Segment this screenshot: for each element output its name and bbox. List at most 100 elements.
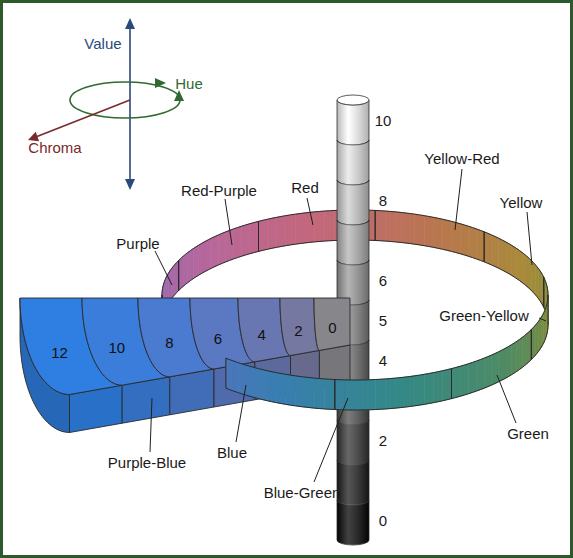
hue-name: Yellow-Red: [424, 150, 499, 167]
hue-name: Green: [507, 425, 549, 442]
arrow-head: [125, 18, 135, 29]
hue-band: [267, 217, 276, 249]
leader-line: [314, 398, 348, 482]
hue-band: [234, 226, 242, 259]
leader-line: [539, 318, 546, 321]
hue-band: [242, 224, 250, 257]
leader-line: [455, 169, 462, 230]
hue-band: [434, 371, 443, 403]
hue-band: [505, 345, 511, 379]
hue-band: [315, 378, 325, 409]
value-number: 10: [375, 112, 392, 129]
hue-band-outline: [531, 295, 548, 360]
hue-band: [476, 229, 484, 262]
hue-band: [522, 334, 527, 368]
hue-ring-front: [226, 295, 548, 410]
hue-band: [325, 210, 335, 241]
hue-name: Green-Yellow: [439, 307, 529, 324]
hue-band-outline: [375, 210, 484, 261]
hue-band: [305, 212, 315, 243]
hue-band: [286, 374, 296, 405]
axis-label: Value: [84, 35, 121, 52]
hue-band: [527, 330, 531, 364]
leader-line: [307, 198, 313, 225]
hue-band: [468, 361, 476, 394]
hue-band: [375, 379, 385, 410]
value-number: 6: [379, 272, 387, 289]
hue-band: [443, 219, 452, 251]
hue-band: [511, 245, 517, 279]
value-number: 8: [379, 192, 387, 209]
hue-band: [415, 374, 425, 405]
hue-band: [476, 358, 484, 391]
hue-band: [345, 380, 355, 410]
hue-band: [484, 355, 491, 388]
hue-name: Blue: [217, 444, 247, 461]
hue-band: [375, 210, 385, 241]
leader-line: [527, 212, 532, 265]
hue-band: [498, 238, 505, 271]
hue-band: [355, 380, 365, 410]
leader-line: [225, 199, 232, 245]
chroma-number: 2: [294, 322, 302, 339]
hue-band-outline: [179, 221, 259, 290]
hue-band: [434, 217, 443, 249]
hue-band: [175, 260, 179, 294]
hue-band: [335, 380, 345, 410]
hue-band-outline: [226, 358, 335, 409]
chroma-number: 0: [328, 319, 336, 336]
arrow-head: [155, 78, 166, 88]
chroma-number: 10: [109, 338, 126, 355]
column-cap: [337, 95, 369, 105]
hue-band: [522, 253, 527, 287]
chroma-segment-outline: [313, 297, 351, 390]
hue-band: [527, 256, 531, 290]
hue-band: [460, 224, 468, 257]
hue-band: [183, 253, 188, 287]
hue-name: Red: [291, 179, 319, 196]
slab-top-face: [280, 298, 319, 356]
hue-band: [443, 369, 452, 401]
hue-band: [250, 221, 259, 253]
hue-band: [541, 313, 543, 347]
hue-band: [452, 366, 461, 398]
hue-circle: [70, 82, 180, 118]
hue-band: [539, 269, 542, 303]
chroma-number: 8: [165, 334, 173, 351]
hue-band: [226, 229, 234, 262]
arrow-head: [125, 179, 135, 190]
hue-band: [517, 338, 522, 372]
hue-band: [395, 377, 405, 408]
value-axis: [129, 27, 131, 181]
hue-band: [484, 232, 491, 265]
hue-name: Blue-Green: [264, 484, 341, 501]
hue-band: [259, 219, 268, 251]
value-number: 4: [379, 352, 387, 369]
value-number: 5: [379, 312, 387, 329]
hue-band: [539, 317, 542, 351]
hue-band: [242, 364, 250, 397]
hue-band: [517, 249, 522, 283]
value-number: 0: [379, 512, 387, 529]
hue-band-outline: [484, 232, 544, 307]
arrow-head: [174, 90, 184, 101]
hue-band: [315, 211, 325, 242]
hue-band: [385, 211, 395, 242]
leader-line: [236, 385, 246, 442]
hue-band: [295, 213, 305, 244]
hue-band: [498, 348, 505, 381]
hue-band: [325, 379, 335, 410]
hue-band: [305, 377, 315, 408]
hue-band: [460, 364, 468, 397]
hue-band: [259, 369, 268, 401]
hue-name: Purple: [116, 235, 159, 252]
hue-band: [385, 378, 395, 409]
hue-band: [171, 265, 174, 299]
hue-band: [188, 249, 193, 283]
hue-band: [535, 265, 538, 299]
chroma-number: 6: [214, 329, 222, 346]
hue-band: [226, 358, 234, 391]
